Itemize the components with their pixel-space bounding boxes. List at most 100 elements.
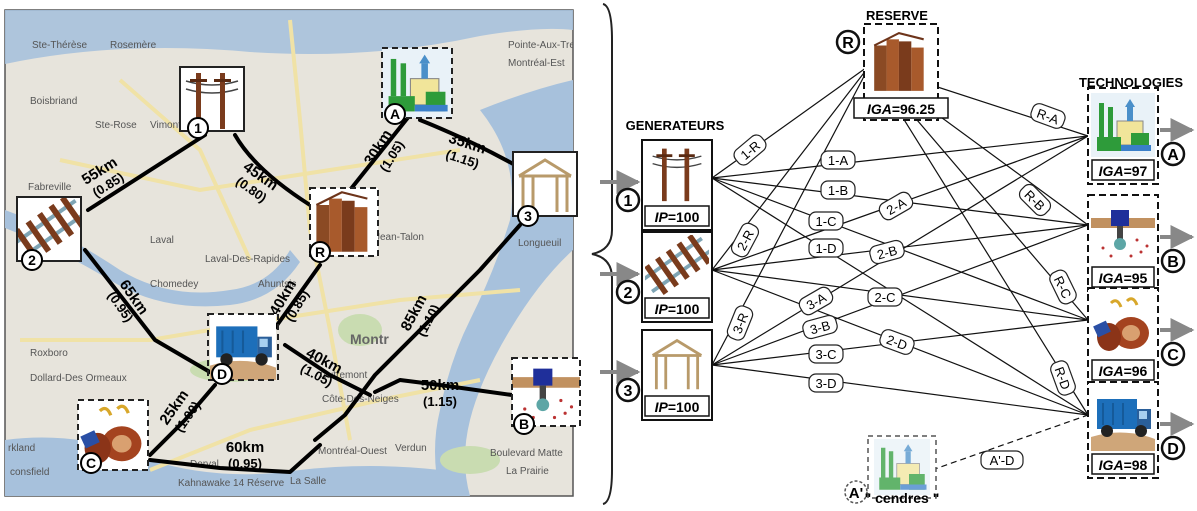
map-place-label: Outremont — [320, 370, 367, 381]
edge-label-text: R-D — [1052, 365, 1074, 392]
edge-label-text: 2-D — [884, 332, 909, 353]
route-D-C — [148, 383, 217, 457]
map-place-label: Laval-Des-Rapides — [205, 254, 290, 265]
map-place-label: Verdun — [395, 443, 427, 454]
map-place-label: Kahnawake 14 Réserve — [178, 478, 285, 489]
edge-label-3-C: 3-C — [808, 344, 844, 364]
technology-iga: IGA=98 — [1099, 457, 1148, 473]
technology-marker: B — [1167, 254, 1179, 271]
map-place-label: Pointe-Aux-Trembles — [508, 40, 602, 51]
edge-label-1-D: 1-D — [808, 238, 844, 258]
map-marker-R: R — [309, 241, 331, 263]
map-node-C — [77, 399, 149, 471]
map-marker-label: 2 — [28, 252, 36, 268]
map-marker-n1: 1 — [187, 117, 209, 139]
edge-label-text: 1-B — [828, 183, 848, 198]
edge-A'-D — [931, 414, 1089, 471]
generator-ip: IP=100 — [655, 301, 700, 317]
edge-label-1-A: 1-A — [820, 150, 856, 170]
route-1-R — [233, 133, 312, 207]
map-node-1 — [179, 66, 245, 132]
technology-marker: A — [1167, 147, 1179, 164]
technology-iga: IGA=96 — [1099, 363, 1148, 379]
map-place-label: Chomedey — [150, 279, 198, 290]
map-place-label: La Salle — [290, 476, 327, 487]
edge-label-2-C: 2-C — [867, 287, 903, 307]
edge-label-3-B: 3-B — [802, 314, 838, 340]
brace — [591, 3, 613, 505]
map-node-D — [207, 313, 279, 381]
map-marker-n2: 2 — [21, 249, 43, 271]
riviere-des-prairies — [5, 210, 300, 307]
map-place-label: Roxboro — [30, 348, 68, 359]
edge-label-2-R: 2-R — [730, 222, 760, 258]
map-marker-label: A — [390, 106, 400, 122]
generator-marker: 3 — [624, 383, 633, 400]
map-marker-D: D — [211, 363, 233, 385]
edge-label-R-B: R-B — [1018, 183, 1052, 217]
technologies-title: TECHNOLOGIES — [1079, 75, 1183, 90]
map-marker-label: D — [217, 366, 227, 382]
edge-R-D — [869, 64, 1089, 416]
network-nodes: IP=1001IP=1002IP=1003IGA=97AIGA=95BIGA=9… — [600, 23, 1195, 506]
map-place-label: Dollard-Des Ormeaux — [30, 373, 127, 384]
map-node-B — [511, 357, 581, 427]
map-node-A — [381, 47, 453, 119]
edge-label-3-D: 3-D — [808, 373, 844, 393]
route-R-A — [348, 113, 412, 192]
edge-label-text: A'-D — [990, 453, 1015, 468]
map-marker-label: R — [315, 244, 325, 260]
map-marker-C: C — [80, 452, 102, 474]
map-marker-label: 3 — [524, 208, 532, 224]
edge-label-A'-D: A'-D — [980, 450, 1024, 470]
generator-ip: IP=100 — [655, 209, 700, 225]
map-place-label: rkland — [8, 443, 35, 454]
riviere-des-mille-iles — [5, 10, 573, 64]
edge-label-text: R-A — [1035, 106, 1061, 128]
map-place-label: Rosemère — [110, 40, 157, 51]
route-3-B — [313, 223, 522, 442]
edge-label-R-A: R-A — [1030, 103, 1066, 129]
park — [338, 314, 382, 346]
route-C-B — [148, 443, 322, 474]
generator-node-3: IP=100 3 — [600, 329, 713, 421]
map-place-label: Montréal-Est — [508, 58, 565, 69]
generators-title: GENERATEURS — [626, 118, 725, 133]
edge-label-text: 2-B — [875, 243, 898, 263]
edge-label-text: 1-D — [816, 241, 837, 256]
map-place-label: Boulevard Matte — [490, 448, 563, 459]
technology-node-B: IGA=95B — [1087, 194, 1195, 292]
map-place-label: Montréal-Ouest — [318, 446, 387, 457]
map-marker-label: C — [86, 455, 96, 471]
route-A-3 — [418, 118, 517, 167]
route-1-2 — [86, 133, 207, 212]
technology-marker: C — [1167, 347, 1179, 364]
map-place-label: Jean-Talon — [375, 232, 424, 243]
technology-node-C: IGA=96 C — [1087, 287, 1195, 385]
edge-label-text: 3-D — [816, 376, 837, 391]
distance-km: 50km — [421, 377, 459, 394]
technology-node-D: IGA=98D — [1087, 381, 1195, 479]
map-place-label: consfield — [10, 467, 49, 478]
generator-ip: IP=100 — [655, 399, 700, 415]
edge-label-text: 3-B — [808, 318, 831, 338]
edge-label-2-A: 2-A — [878, 191, 914, 221]
map-place-label: Ahuntsic — [258, 279, 296, 290]
route-to-B — [373, 378, 514, 397]
reserve-marker: R — [842, 35, 854, 52]
edge-label-2-B: 2-B — [869, 239, 905, 265]
technology-node-A: IGA=97A — [1087, 87, 1195, 185]
network-edges — [711, 64, 1089, 471]
transport-routes — [83, 113, 522, 474]
edge-label-text: 2-C — [875, 290, 896, 305]
ash-node: A'" cendres " — [844, 435, 939, 506]
ash-marker: A' — [849, 485, 863, 502]
map-place-label: La Prairie — [506, 466, 549, 477]
map-marker-label: B — [519, 416, 529, 432]
edge-label-1-C: 1-C — [808, 211, 844, 231]
